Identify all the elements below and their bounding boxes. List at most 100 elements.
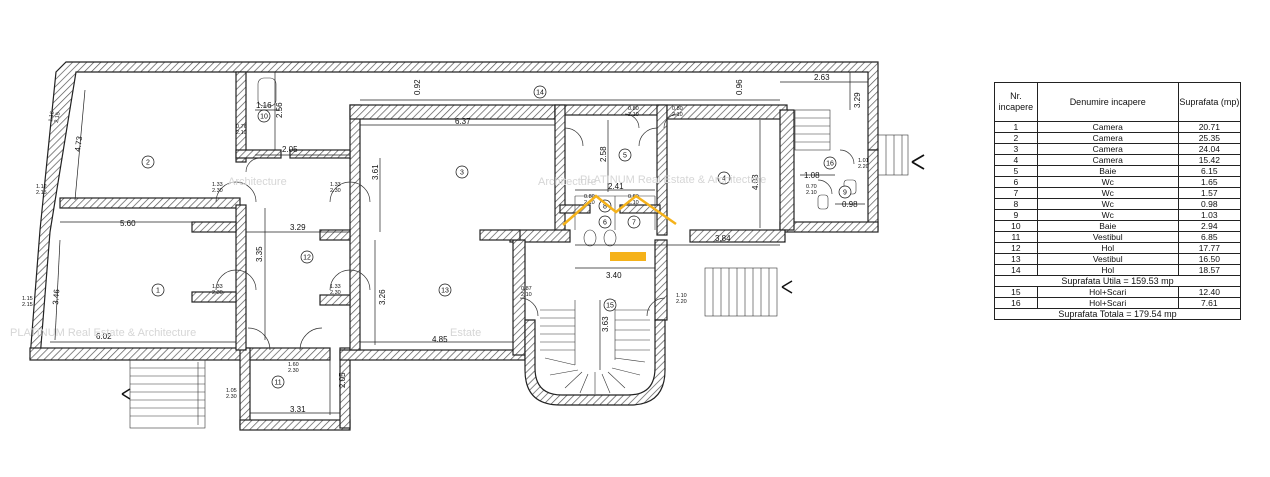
dim-label: 1.08: [804, 171, 820, 180]
dim-label: 3.35: [255, 246, 264, 262]
agency-logo: [562, 194, 677, 261]
room-marker: [598, 215, 612, 229]
dim-label: 3.29: [290, 223, 306, 232]
dim-label: 2.41: [608, 182, 624, 191]
room-marker: [257, 109, 271, 123]
room-number: 10: [260, 114, 268, 121]
room-number: 9: [843, 190, 847, 197]
cell-name: Camera: [1036, 143, 1179, 155]
cell-name: Wc: [1036, 187, 1179, 199]
room-number: 5: [623, 153, 627, 160]
room-number: 16: [826, 161, 834, 168]
room-number: 3: [460, 170, 464, 177]
dim-label: 3.61: [371, 164, 380, 180]
cell-area: 7.61: [1177, 297, 1242, 309]
watermarks: PLATINUM Real Estate & Architecture PLAT…: [10, 174, 766, 339]
room-number: 6: [603, 220, 607, 227]
cell-nr: 9: [994, 209, 1038, 221]
rooms-table-panel: Nr. incapere Denumire incapere Suprafata…: [994, 82, 1242, 320]
watermark-text: PLATINUM Real Estate & Architecture: [10, 327, 196, 339]
cell-area: 1.65: [1177, 176, 1242, 188]
sanitary-fixtures: [257, 77, 857, 247]
room-marker: [455, 165, 469, 179]
room-marker: [838, 185, 852, 199]
cell-nr: 14: [994, 264, 1038, 276]
room-marker: [151, 283, 165, 297]
cell-area: 6.85: [1177, 231, 1242, 243]
cell-area: 24.04: [1177, 143, 1242, 155]
room-number: 1: [156, 288, 160, 295]
watermark-text: PLATINUM Real Estate & Architecture: [580, 174, 766, 186]
floor-plan-drawing: 5.60 4.73 1.16 2.56 2.05 6.37 0.92 0.96 …: [10, 61, 925, 431]
cell-name: Wc: [1036, 209, 1179, 221]
cell-nr: 2: [994, 132, 1038, 144]
cell-name: Camera: [1036, 154, 1179, 166]
room-marker: [141, 155, 155, 169]
cell-area: 20.71: [1177, 121, 1242, 133]
cell-name: Hol+Scari: [1036, 286, 1179, 298]
cell-nr: 5: [994, 165, 1038, 177]
cell-area: 17.77: [1177, 242, 1242, 254]
dim-label: 6.37: [455, 117, 471, 126]
dim-label: 2.58: [599, 146, 608, 162]
room-marker: [618, 148, 632, 162]
dim-label: 3.29: [853, 92, 862, 108]
rooms-table: Nr. incapere Denumire incapere Suprafata…: [994, 82, 1242, 320]
cell-name: Hol+Scari: [1036, 297, 1179, 309]
cell-nr: 7: [994, 187, 1038, 199]
room-number: 12: [303, 255, 311, 262]
cell-name: Camera: [1036, 132, 1179, 144]
subtotal-row: Suprafata Utila = 159.53 mp: [994, 275, 1241, 287]
room-marker: [627, 215, 641, 229]
cell-name: Wc: [1036, 176, 1179, 188]
room-number: 2: [146, 160, 150, 167]
cell-name: Wc: [1036, 198, 1179, 210]
room-number: 15: [606, 303, 614, 310]
watermark-text: Estate: [450, 327, 481, 339]
room-number: 14: [536, 90, 544, 97]
cell-nr: 15: [994, 286, 1038, 298]
entry-arrow-icons: [121, 154, 925, 400]
dim-label: 3.31: [290, 405, 306, 414]
col-header-area: Suprafata (mp): [1177, 82, 1242, 122]
cell-area: 25.35: [1177, 132, 1242, 144]
door-swings: [215, 113, 855, 351]
dimension-lines: [50, 72, 868, 415]
cell-nr: 1: [994, 121, 1038, 133]
cell-nr: 10: [994, 220, 1038, 232]
entrance-stairs-left: [129, 359, 206, 429]
cell-area: 0.98: [1177, 198, 1242, 210]
cell-area: 18.57: [1177, 264, 1242, 276]
dim-label: 0.92: [413, 79, 422, 95]
room-number: 13: [441, 288, 449, 295]
dimension-labels: 5.60 4.73 1.16 2.56 2.05 6.37 0.92 0.96 …: [51, 73, 862, 414]
dim-label: 2.56: [275, 102, 284, 118]
watermark-text: Architecture: [228, 176, 287, 188]
cell-name: Baie: [1036, 165, 1179, 177]
room-marker: [598, 199, 612, 213]
dim-label: 3.40: [606, 271, 622, 280]
dim-label: 4.03: [751, 174, 760, 190]
cell-name: Vestibul: [1036, 253, 1179, 265]
dim-label: 0.96: [735, 79, 744, 95]
interior-walls: [59, 71, 795, 356]
